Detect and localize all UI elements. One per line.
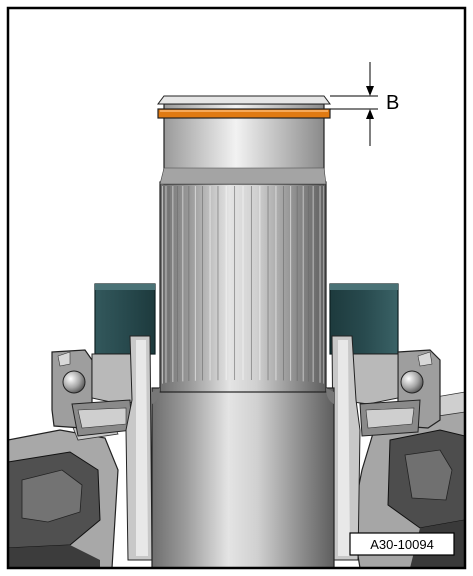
figure-frame bbox=[6, 6, 467, 570]
dimension-arrow-top bbox=[366, 86, 374, 96]
dimension-label: B bbox=[386, 92, 399, 114]
reference-code-box: A30-10094 bbox=[349, 532, 455, 556]
reference-code: A30-10094 bbox=[370, 537, 434, 552]
shaft-splines bbox=[161, 186, 325, 384]
left-bearing-ball bbox=[62, 370, 86, 394]
orange-spacer-ring bbox=[157, 108, 331, 119]
dimension-b: B bbox=[330, 62, 399, 146]
shaft-lower-body bbox=[151, 387, 335, 568]
shaft-top-face bbox=[157, 95, 331, 105]
drive-shaft bbox=[151, 95, 335, 568]
right-bearing-ball bbox=[400, 370, 424, 394]
left-knuckle-casting bbox=[8, 415, 119, 568]
housing-left-block bbox=[94, 283, 156, 355]
dimension-arrow-bottom bbox=[366, 109, 374, 119]
right-bearing-assembly bbox=[331, 335, 441, 561]
left-bearing-assembly bbox=[51, 335, 153, 561]
